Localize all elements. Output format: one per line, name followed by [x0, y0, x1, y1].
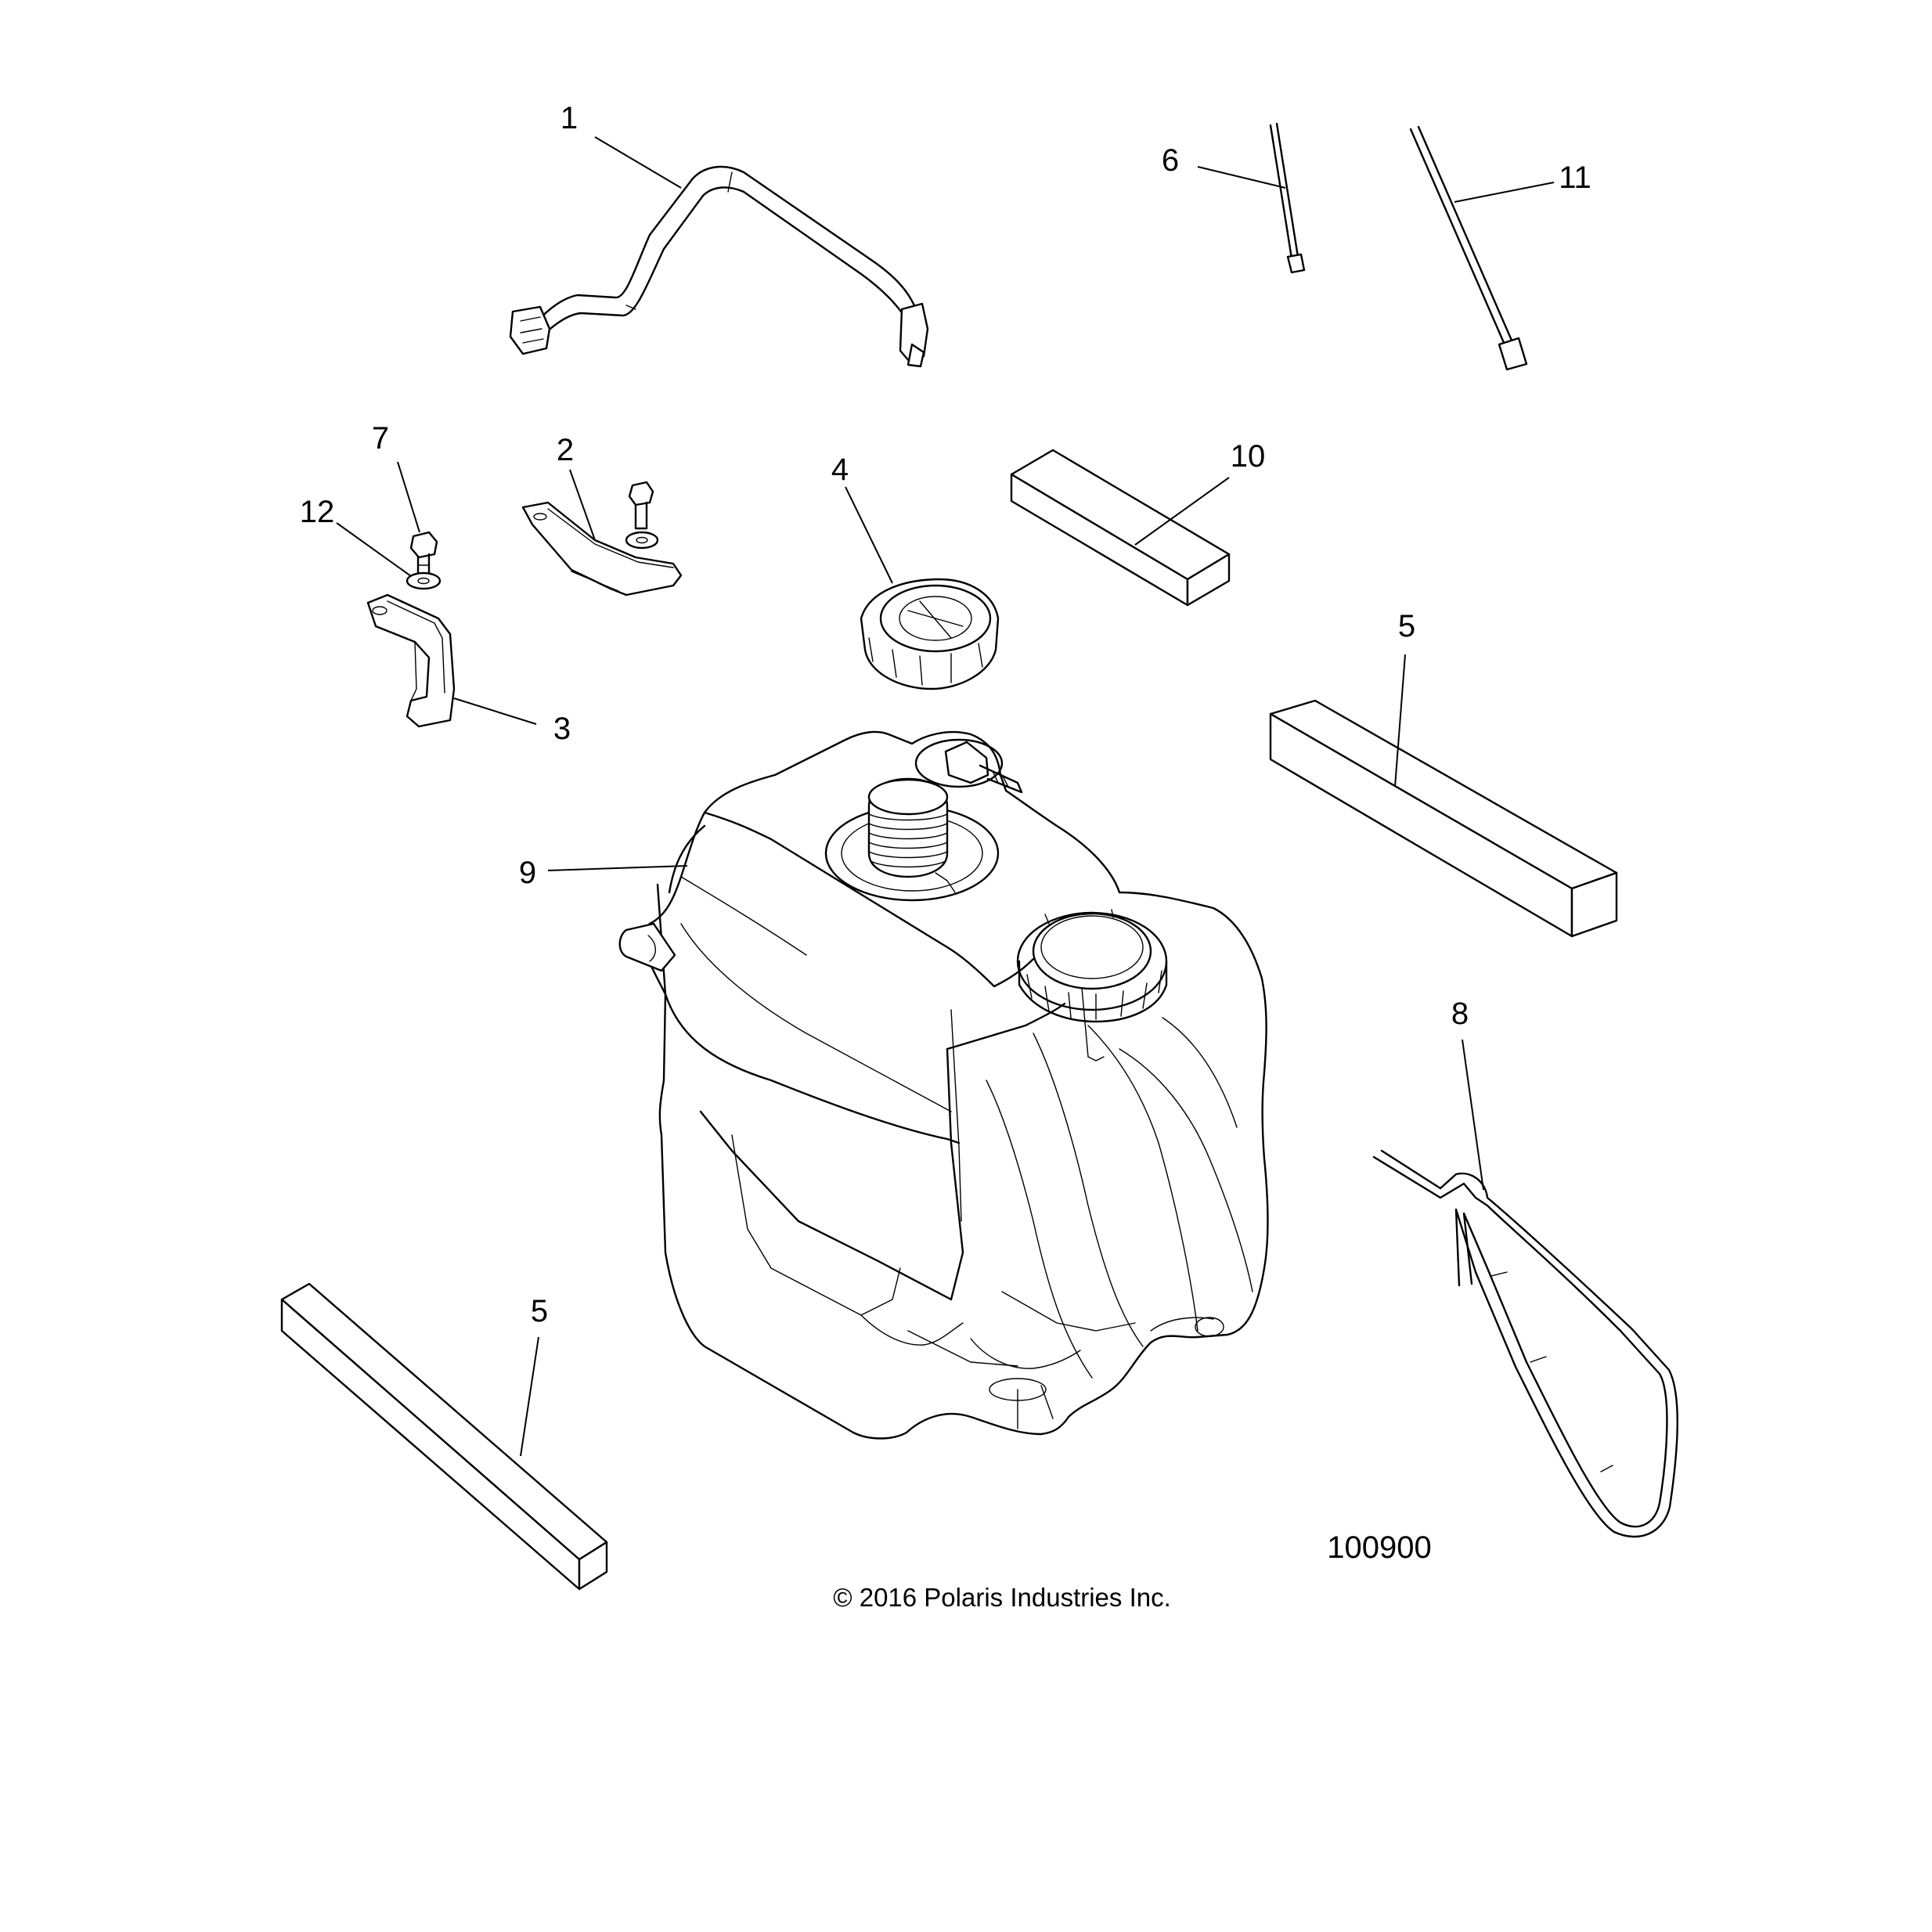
leader-7 — [397, 461, 420, 533]
leader-lines — [336, 136, 1555, 1457]
callout-12: 12 — [300, 495, 335, 529]
leader-3 — [453, 697, 537, 725]
part-9-fuel-tank — [618, 730, 1269, 1440]
callout-7: 7 — [372, 421, 389, 456]
callout-4: 4 — [831, 452, 849, 487]
part-2-bracket — [521, 501, 683, 597]
part-8-hose — [1372, 1149, 1678, 1538]
callout-labels: 1 2 3 4 5 5 6 7 8 9 10 11 12 — [300, 101, 1591, 1328]
leader-5b — [520, 1336, 539, 1457]
part-1-vent-hose — [509, 165, 929, 368]
part-3-bracket — [366, 593, 456, 728]
callout-9: 9 — [519, 856, 536, 890]
part-2-bolt — [625, 481, 659, 550]
leader-6 — [1197, 166, 1286, 189]
callout-8: 8 — [1451, 997, 1469, 1031]
callout-6: 6 — [1162, 143, 1179, 178]
leader-9 — [547, 865, 688, 871]
leader-12 — [336, 522, 412, 577]
callout-5b: 5 — [531, 1294, 548, 1328]
part-10-foam-block — [1010, 449, 1231, 607]
part-11-cable-tie-large — [1409, 125, 1528, 371]
copyright-notice: © 2016 Polaris Industries Inc. — [833, 1583, 1171, 1612]
callout-2: 2 — [557, 433, 574, 467]
part-5-foam-strip-left — [280, 1282, 608, 1591]
callout-5a: 5 — [1398, 609, 1415, 643]
leader-10 — [1134, 477, 1230, 546]
part-5-foam-strip-right — [1269, 699, 1618, 938]
leader-11 — [1454, 182, 1555, 203]
leader-2 — [569, 469, 596, 541]
callout-3: 3 — [553, 712, 571, 746]
part-12-washer — [406, 571, 442, 590]
part-4-fuel-cap — [860, 578, 1000, 690]
callout-11: 11 — [1559, 160, 1591, 195]
figure-number: 100900 — [1327, 1530, 1431, 1565]
leader-1 — [594, 136, 682, 189]
callout-1: 1 — [560, 101, 578, 135]
leader-4 — [845, 486, 893, 584]
part-6-cable-tie-small — [1269, 122, 1306, 274]
callout-10: 10 — [1231, 439, 1266, 474]
leader-8 — [1462, 1039, 1484, 1191]
leader-5a — [1394, 654, 1406, 788]
